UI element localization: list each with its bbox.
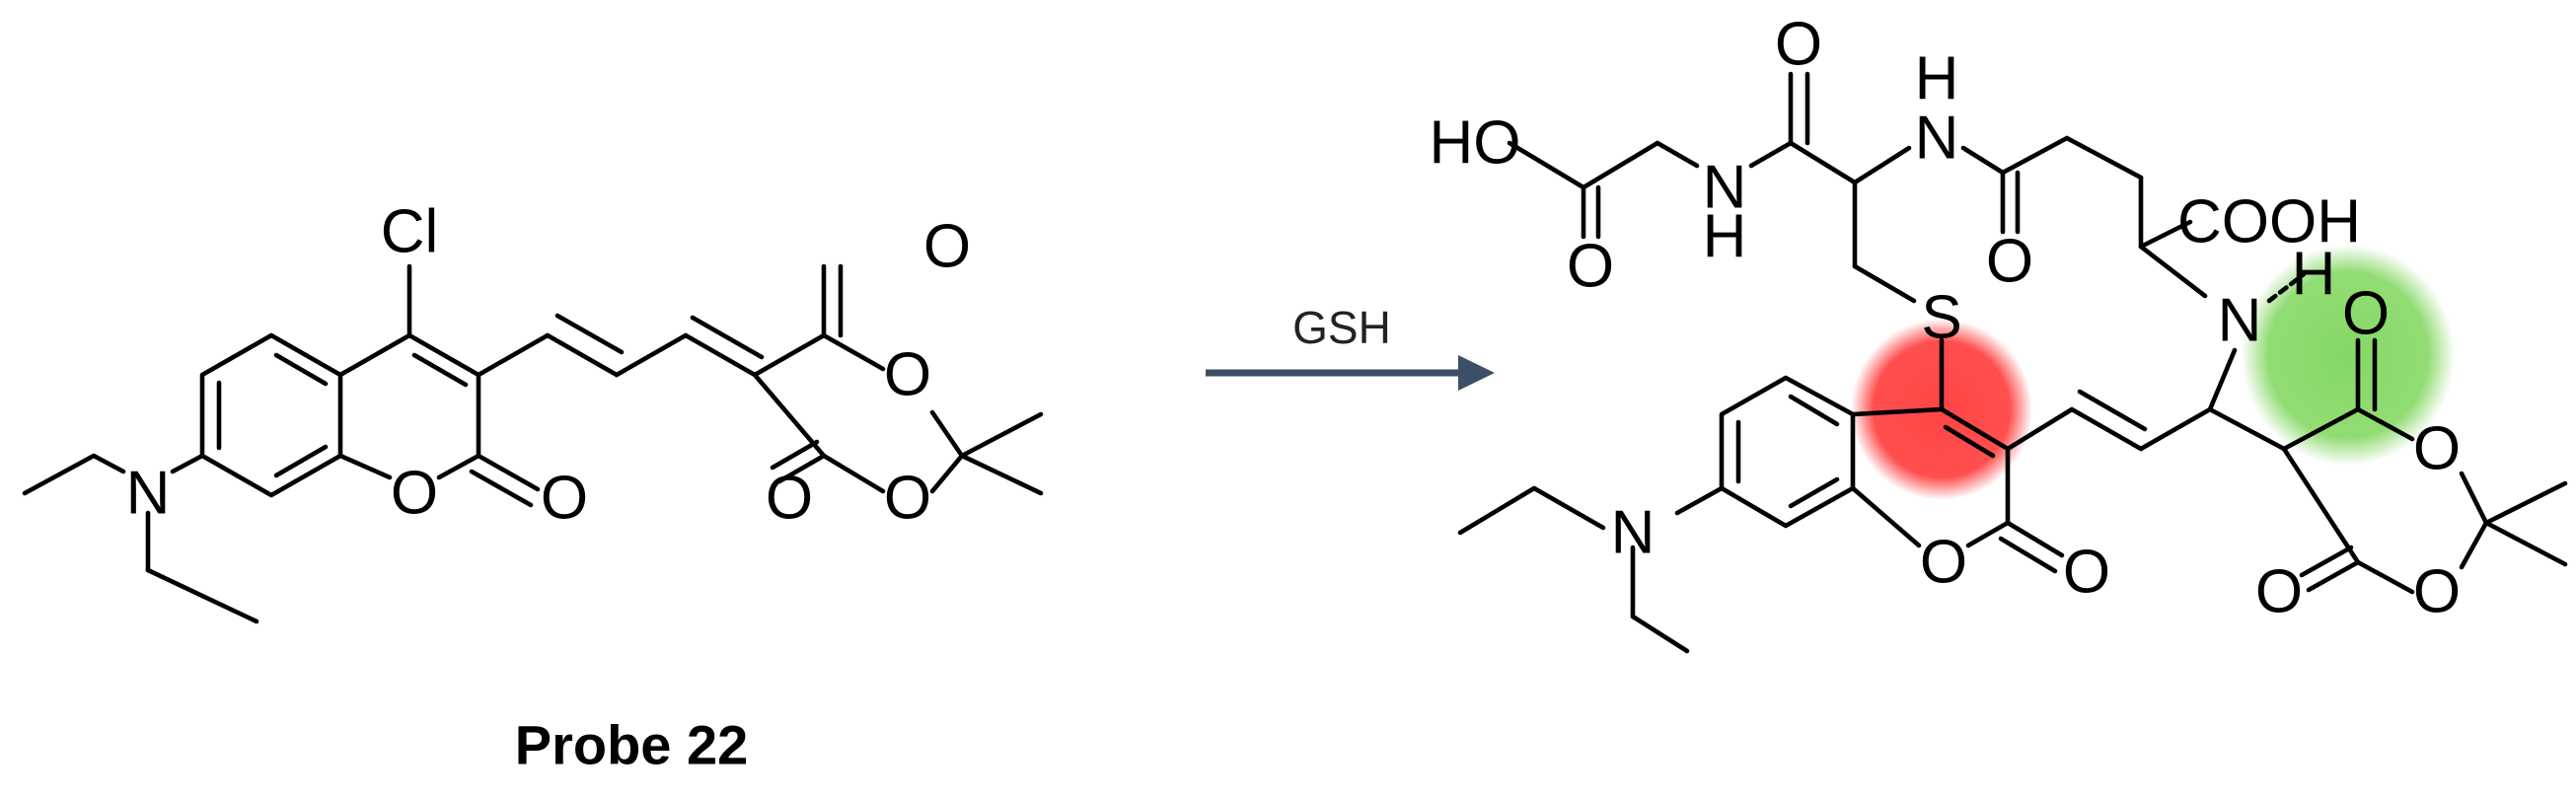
product-ring-o-label: O — [1920, 529, 1967, 597]
product-s-label: S — [1921, 284, 1961, 352]
probe-ring-o2-label: O — [884, 465, 931, 533]
product-hbond-h-label: H — [2292, 241, 2336, 309]
product-o2-label: O — [1775, 11, 1822, 79]
reagent-label: GSH — [1292, 302, 1391, 353]
reaction-arrow — [1206, 355, 1495, 391]
probe-bottom-o-label: O — [766, 465, 813, 533]
product-amide-h2-label: H — [1915, 45, 1959, 113]
product-meldrum-o-top-label: O — [2342, 280, 2390, 348]
product-amide-n1-label: N — [1703, 154, 1747, 222]
product-amide-n2-label: N — [1915, 105, 1959, 173]
product-cooh-label: COOH — [2177, 188, 2361, 256]
probe-22-structure — [22, 263, 1044, 624]
product-ring-o2-label: O — [2413, 558, 2461, 626]
probe-cl-label: Cl — [381, 198, 439, 266]
probe-n-label: N — [126, 460, 171, 528]
product-ho-label: HO — [1430, 109, 1521, 178]
probe-caption: Probe 22 — [515, 714, 749, 776]
probe-lactone-o-label: O — [541, 465, 588, 533]
probe-ring-o-label: O — [391, 460, 438, 528]
product-n-label: N — [2218, 287, 2262, 355]
hydrogen-bond-highlight — [2242, 245, 2455, 466]
probe-top-o-label: O — [923, 213, 971, 281]
product-meldrum-o-bottom-label: O — [2255, 558, 2303, 626]
product-ring-o1-label: O — [2413, 415, 2461, 483]
product-lactone-o-label: O — [2063, 539, 2110, 607]
product-amide-h1-label: H — [1703, 203, 1747, 271]
product-diethyl-n-label: N — [1611, 499, 1656, 567]
product-structure — [1457, 71, 2568, 654]
probe-ring-o1-label: O — [884, 341, 931, 409]
product-o1-label: O — [1567, 233, 1614, 301]
product-o3-label: O — [1986, 228, 2033, 296]
